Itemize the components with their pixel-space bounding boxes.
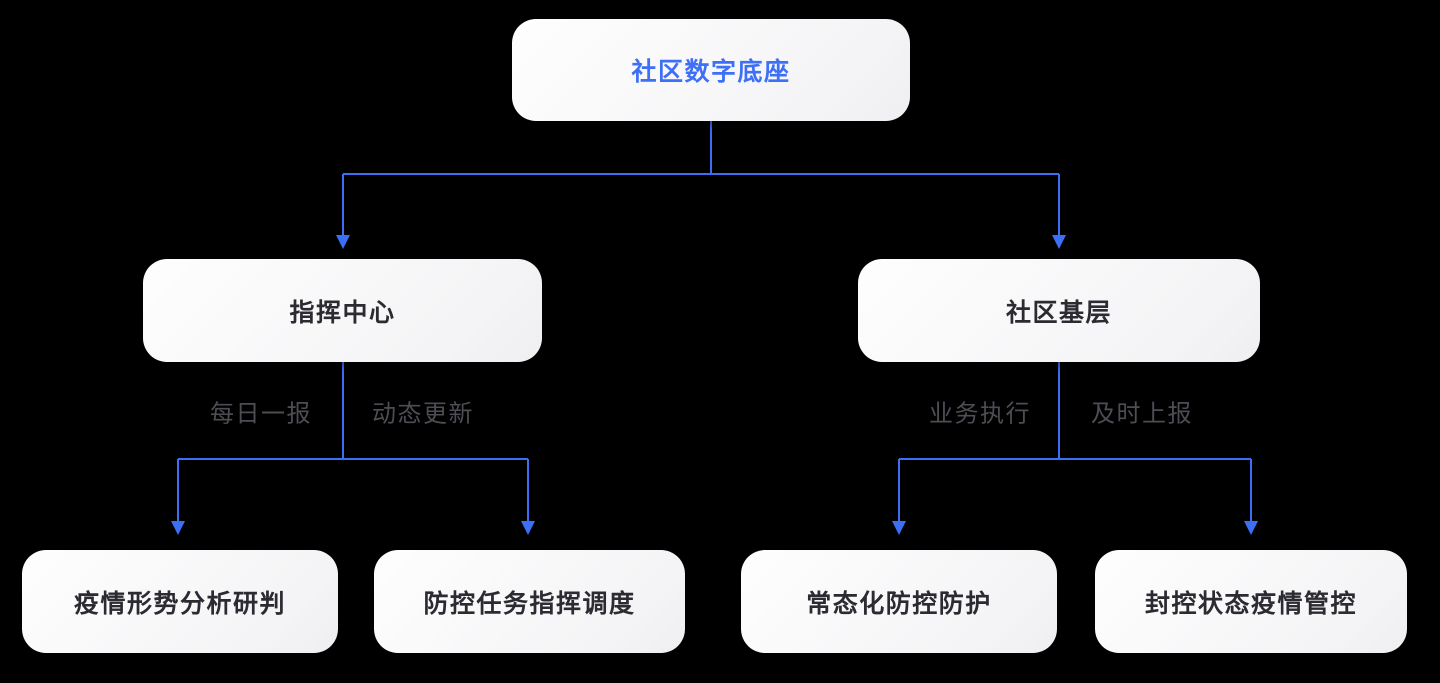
arrow-down-icon [171, 521, 185, 535]
edge-label-timely-report: 及时上报 [1091, 400, 1193, 428]
arrow-down-icon [892, 521, 906, 535]
node-community-grassroots: 社区基层 [858, 259, 1260, 362]
node-epidemic-situation-analysis: 疫情形势分析研判 [22, 550, 338, 653]
connector-community-grassroots-to-leaves [892, 362, 1258, 535]
node-prevention-task-dispatch: 防控任务指挥调度 [374, 550, 685, 653]
node-command-center: 指挥中心 [143, 259, 542, 362]
node-label: 常态化防控防护 [806, 589, 992, 618]
edge-label-business-execution: 业务执行 [929, 400, 1031, 428]
node-label: 指挥中心 [289, 298, 396, 327]
arrow-down-icon [1052, 235, 1066, 249]
node-normalized-prevention-protection: 常态化防控防护 [741, 550, 1057, 653]
node-label: 疫情形势分析研判 [73, 589, 286, 618]
node-label: 封控状态疫情管控 [1144, 589, 1357, 618]
connector-root-to-level2 [336, 121, 1066, 249]
node-label: 社区基层 [1005, 298, 1112, 327]
arrow-down-icon [1244, 521, 1258, 535]
node-label: 防控任务指挥调度 [423, 589, 636, 618]
arrow-down-icon [336, 235, 350, 249]
node-root-community-digital-base: 社区数字底座 [512, 19, 910, 121]
edge-label-dynamic-update: 动态更新 [372, 400, 474, 428]
node-lockdown-epidemic-control: 封控状态疫情管控 [1095, 550, 1407, 653]
edge-label-daily-report: 每日一报 [210, 400, 312, 428]
node-label: 社区数字底座 [631, 58, 791, 86]
arrow-down-icon [521, 521, 535, 535]
connector-command-center-to-leaves [171, 362, 535, 535]
